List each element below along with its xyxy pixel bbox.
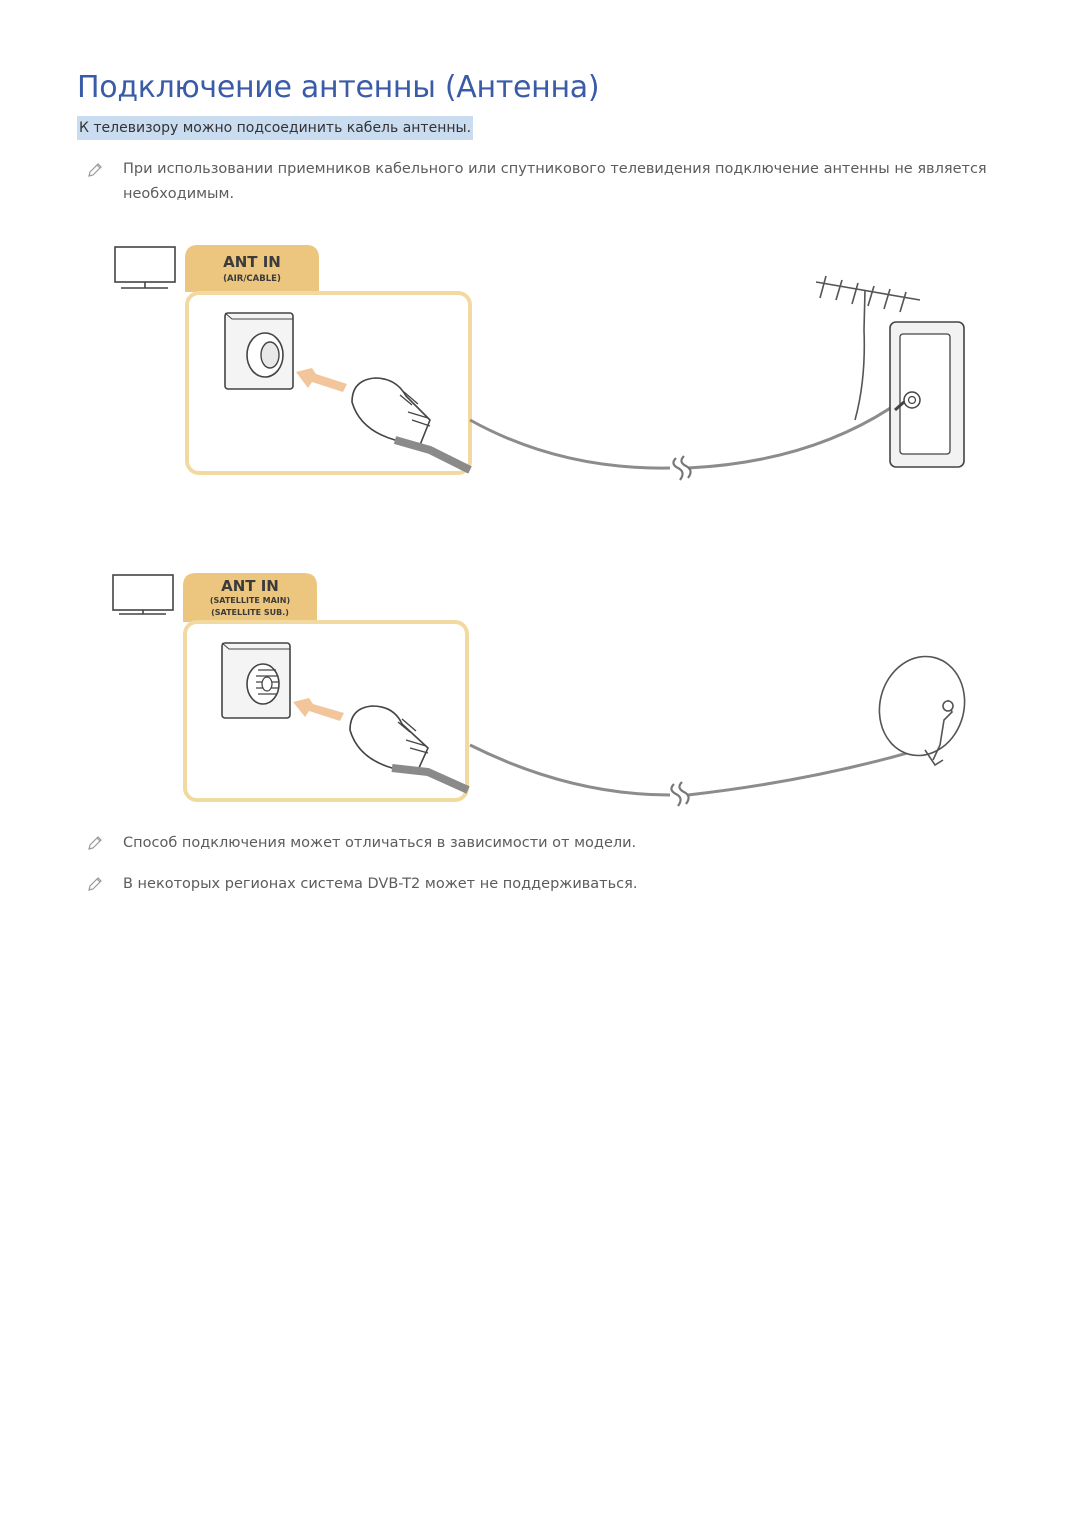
arrow-icon bbox=[296, 368, 347, 392]
coax-plug bbox=[349, 705, 470, 794]
cable-break-icon bbox=[670, 781, 690, 807]
coax-plug bbox=[351, 377, 472, 474]
arrow-icon bbox=[293, 698, 344, 721]
satellite-dish-icon bbox=[878, 655, 966, 767]
note-text: В некоторых регионах система DVB-T2 може… bbox=[123, 876, 638, 892]
port-sublabel: (SATELLITE SUB.) bbox=[211, 608, 289, 617]
cable-break-icon bbox=[672, 455, 692, 481]
pencil-icon bbox=[86, 875, 104, 893]
tv-icon bbox=[114, 246, 176, 289]
port-sublabel: (AIR/CABLE) bbox=[223, 274, 281, 284]
port-label: ANT IN bbox=[223, 253, 281, 271]
pencil-icon bbox=[86, 834, 104, 852]
page-subtitle: К телевизору можно подсоединить кабель а… bbox=[77, 116, 474, 140]
port-tab bbox=[183, 573, 317, 622]
connection-diagram: ANT IN (AIR/CABLE) bbox=[112, 245, 966, 807]
port-tab bbox=[185, 245, 319, 292]
port-label: ANT IN bbox=[221, 577, 279, 595]
pencil-icon bbox=[86, 161, 104, 179]
port-sublabel: (SATELLITE MAIN) bbox=[210, 596, 290, 605]
wall-outlet bbox=[889, 321, 965, 468]
antenna-icon bbox=[815, 275, 921, 421]
page-title: Подключение антенны (Антенна) bbox=[77, 70, 600, 105]
note-text: Способ подключения может отличаться в за… bbox=[123, 835, 637, 851]
tv-icon bbox=[112, 574, 174, 615]
note-text: При использовании приемников кабельного … bbox=[123, 161, 987, 202]
